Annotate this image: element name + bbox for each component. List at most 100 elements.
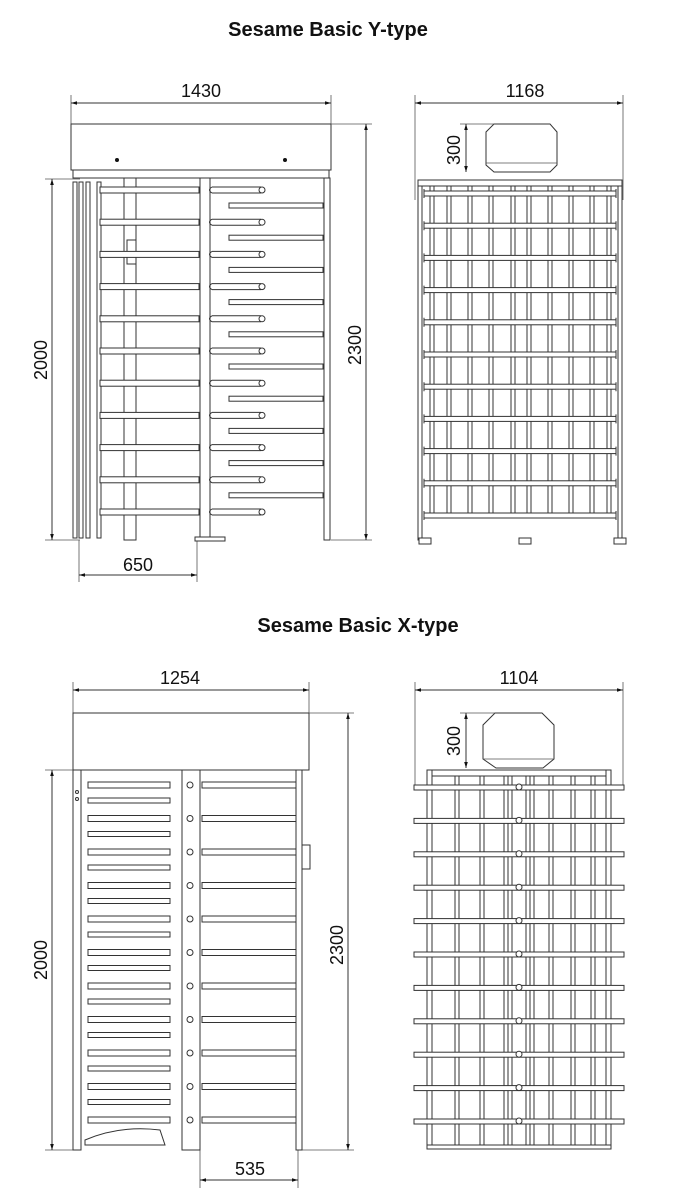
arm-right bbox=[201, 882, 297, 889]
vertical-rod bbox=[503, 775, 509, 1149]
dimension-head-height: 300 bbox=[444, 726, 464, 756]
arm-fixed bbox=[99, 315, 200, 323]
side-post bbox=[72, 769, 82, 1151]
horizontal-bar bbox=[423, 222, 617, 229]
foot bbox=[613, 537, 627, 545]
center-shaft bbox=[511, 775, 527, 1149]
pivot-hole bbox=[515, 1050, 523, 1058]
pivot-hole bbox=[515, 783, 523, 791]
horizontal-bar bbox=[423, 254, 617, 261]
vertical-rod bbox=[454, 775, 460, 1149]
dimension-head-height: 300 bbox=[444, 135, 464, 165]
pivot-hole bbox=[515, 1017, 523, 1025]
pivot-hole bbox=[258, 444, 266, 452]
horizontal-bar bbox=[423, 448, 617, 455]
horizontal-bar bbox=[423, 383, 617, 390]
arm-fixed bbox=[99, 347, 200, 355]
vertical-rod bbox=[529, 775, 535, 1149]
arm-right bbox=[201, 848, 297, 856]
arm-fixed bbox=[87, 1083, 171, 1090]
arm-right bbox=[201, 1083, 297, 1090]
arm-offset bbox=[228, 363, 324, 370]
pivot-hole bbox=[258, 411, 266, 419]
arm-fixed bbox=[87, 848, 171, 856]
pivot-hole bbox=[75, 790, 79, 794]
arm-offset bbox=[87, 864, 171, 871]
pivot-hole bbox=[186, 1116, 194, 1124]
rotor-arm bbox=[209, 315, 261, 323]
arm-offset bbox=[87, 965, 171, 971]
pivot-hole bbox=[258, 476, 266, 484]
pivot-hole bbox=[186, 781, 194, 789]
dimension-width: 1168 bbox=[506, 81, 545, 101]
rotor-arm bbox=[209, 347, 261, 355]
arm-fixed bbox=[99, 250, 200, 258]
pivot-hole bbox=[515, 883, 523, 891]
pivot-hole bbox=[186, 982, 194, 990]
arm-offset bbox=[87, 797, 171, 804]
vertical-rod bbox=[510, 185, 516, 517]
horizontal-bar bbox=[423, 415, 617, 422]
pivot-hole bbox=[186, 1049, 194, 1057]
center-post bbox=[181, 769, 201, 1151]
dimension-passage: 535 bbox=[235, 1159, 265, 1179]
pivot-hole bbox=[258, 250, 266, 258]
arm-offset bbox=[87, 998, 171, 1005]
arm-offset bbox=[228, 266, 324, 273]
pivot-hole bbox=[515, 1117, 523, 1125]
x-type-front-view: 1254 2000 2300 535 bbox=[31, 668, 354, 1188]
arm-offset bbox=[228, 395, 324, 402]
vertical-rod bbox=[568, 185, 574, 517]
pivot-hole bbox=[258, 283, 266, 291]
center-post bbox=[123, 177, 137, 541]
rotor-arm bbox=[209, 379, 261, 387]
arm-fixed bbox=[99, 508, 200, 516]
pivot-hole bbox=[186, 915, 194, 923]
horizontal-bar bbox=[423, 480, 617, 487]
dimension-passage: 650 bbox=[123, 555, 153, 575]
pivot-hole bbox=[186, 882, 194, 889]
y-type-title: Sesame Basic Y-type bbox=[228, 19, 428, 41]
top-rail bbox=[426, 769, 612, 777]
bottom-rail bbox=[426, 1144, 612, 1150]
side-post bbox=[295, 769, 303, 1151]
pivot-hole bbox=[515, 917, 523, 925]
vertical-rod bbox=[446, 185, 452, 517]
vertical-rod bbox=[72, 181, 78, 539]
arm-fixed bbox=[99, 444, 200, 452]
pivot-hole bbox=[515, 950, 523, 958]
pivot-hole bbox=[515, 1084, 523, 1092]
side-post bbox=[323, 177, 331, 541]
arm-right bbox=[201, 1049, 297, 1057]
dimension-width: 1430 bbox=[181, 81, 221, 101]
pivot-hole bbox=[515, 850, 523, 858]
dimension-total-height: 2300 bbox=[345, 325, 365, 365]
vertical-rod bbox=[548, 775, 554, 1149]
vertical-rod bbox=[590, 775, 596, 1149]
pivot-hole bbox=[258, 508, 266, 516]
arm-fixed bbox=[87, 1116, 171, 1124]
x-type-title: Sesame Basic X-type bbox=[257, 615, 458, 637]
pivot-hole bbox=[186, 1016, 194, 1023]
rotor-arm bbox=[209, 411, 261, 419]
arm-offset bbox=[228, 460, 324, 467]
arm-right bbox=[201, 949, 297, 956]
dimension-frame-height: 2000 bbox=[31, 340, 51, 380]
pivot-hole bbox=[186, 949, 194, 956]
top-housing bbox=[70, 123, 332, 171]
arm-right bbox=[201, 1016, 297, 1023]
arm-offset bbox=[228, 202, 324, 209]
pivot-hole bbox=[515, 983, 523, 991]
arm-fixed bbox=[87, 815, 171, 822]
dimension-width: 1104 bbox=[500, 668, 539, 688]
arm-offset bbox=[228, 234, 324, 241]
arm-fixed bbox=[87, 781, 171, 789]
vertical-rod bbox=[547, 185, 553, 517]
dimension-width: 1254 bbox=[160, 668, 200, 688]
arm-fixed bbox=[99, 283, 200, 291]
arm-offset bbox=[87, 1065, 171, 1072]
arm-offset bbox=[87, 898, 171, 904]
arm-fixed bbox=[87, 882, 171, 889]
y-type-front-view: 1430 2000 2300 650 bbox=[31, 81, 372, 582]
vertical-rod bbox=[589, 185, 595, 517]
